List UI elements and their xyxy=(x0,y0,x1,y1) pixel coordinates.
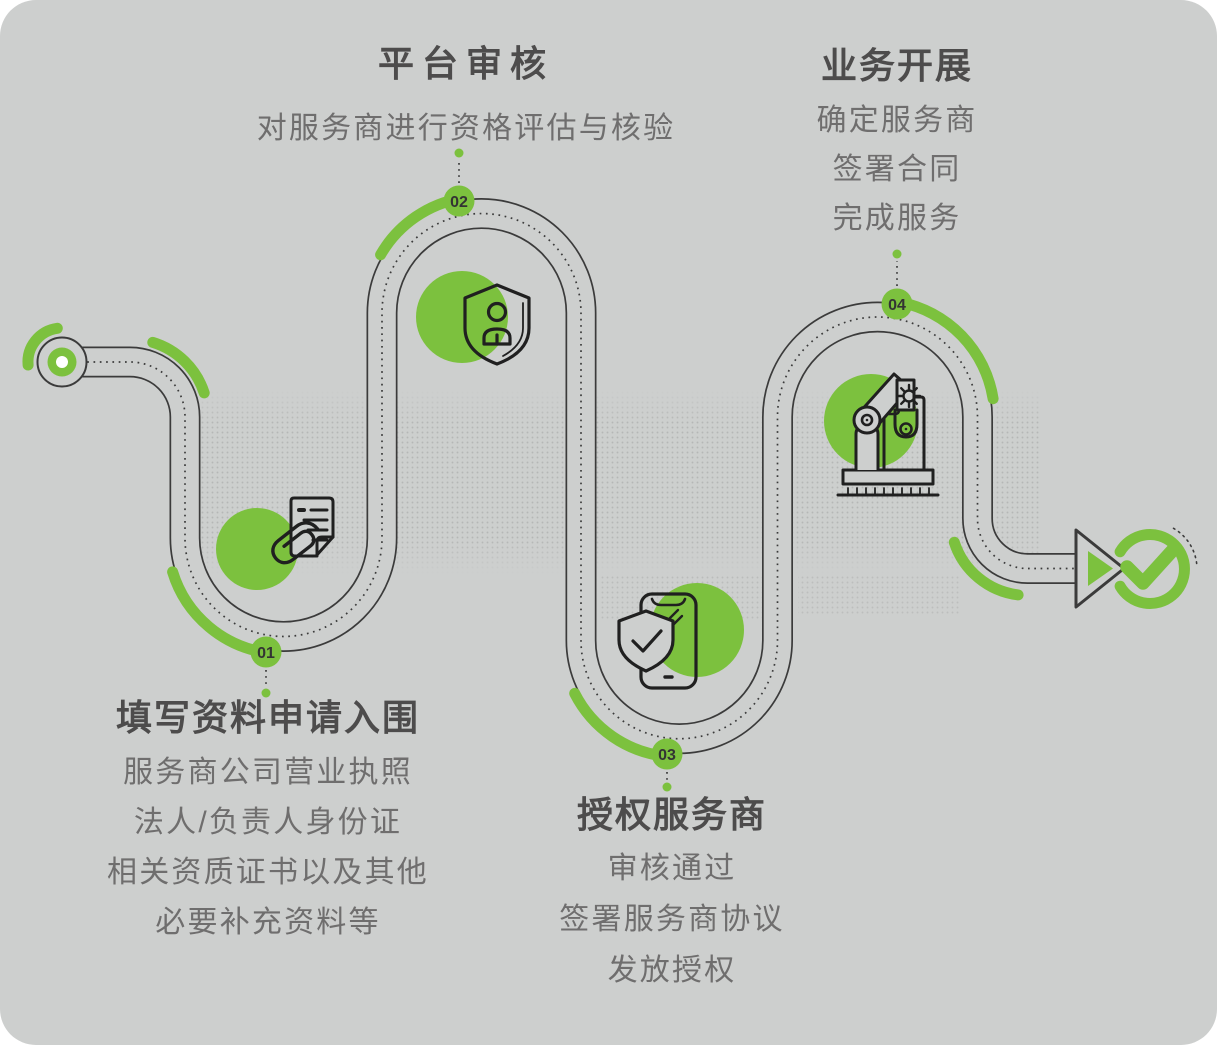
shield-user-icon xyxy=(463,283,531,366)
step-3-line: 发放授权 xyxy=(607,954,737,987)
step-4-badge: 04 xyxy=(881,288,913,320)
step-3-block: 授权服务商 审核通过 签署服务商协议 发放授权 xyxy=(559,793,784,996)
step-1-title: 填写资料申请入围 xyxy=(115,697,420,738)
step-1-badge: 01 xyxy=(250,636,282,668)
step-2-badge: 02 xyxy=(443,185,475,217)
step-4-title: 业务开展 xyxy=(820,45,973,86)
step-1-line: 法人/负责人身份证 xyxy=(133,806,403,839)
step-3-line: 审核通过 xyxy=(607,852,737,885)
step-2-title: 平台审核 xyxy=(377,43,555,84)
step-badges: 01 02 03 04 xyxy=(250,185,913,770)
step-3-badge-number: 03 xyxy=(658,747,676,764)
step-1-badge-number: 01 xyxy=(257,645,275,662)
document-paperclip-icon xyxy=(271,496,335,565)
check-mark xyxy=(1120,544,1179,590)
check-circle-icon xyxy=(1114,527,1198,609)
step-1-line: 服务商公司营业执照 xyxy=(123,756,413,789)
step-4-line: 完成服务 xyxy=(832,202,962,235)
step-2-line: 对服务商进行资格评估与核验 xyxy=(256,112,676,145)
step-3-title: 授权服务商 xyxy=(576,794,767,835)
phone-shield-check-icon xyxy=(617,592,698,690)
process-path-road xyxy=(62,198,1106,755)
robot-arm-gear-icon xyxy=(836,372,940,497)
step-4-line: 确定服务商 xyxy=(816,104,978,137)
step-1-line: 必要补充资料等 xyxy=(155,906,381,939)
arrow-right-icon xyxy=(1074,528,1126,609)
step-1-icon-disk xyxy=(216,508,298,590)
step-2-badge-number: 02 xyxy=(450,194,468,211)
step-2-block: 平台审核 对服务商进行资格评估与核验 xyxy=(257,42,676,154)
step-1-block: 填写资料申请入围 服务商公司营业执照 法人/负责人身份证 相关资质证书以及其他 … xyxy=(107,696,429,948)
step-4-badge-number: 04 xyxy=(888,297,906,314)
badge-connectors xyxy=(265,160,898,781)
start-node-icon xyxy=(36,336,88,388)
step-3-line: 签署服务商协议 xyxy=(559,903,785,936)
step-4-block: 业务开展 确定服务商 签署合同 完成服务 xyxy=(817,44,978,243)
gear-icon xyxy=(896,383,922,409)
step-1-line: 相关资质证书以及其他 xyxy=(107,856,429,889)
step-4-line: 签署合同 xyxy=(832,153,962,186)
connector-dots xyxy=(261,148,902,792)
step-3-badge: 03 xyxy=(651,738,683,770)
